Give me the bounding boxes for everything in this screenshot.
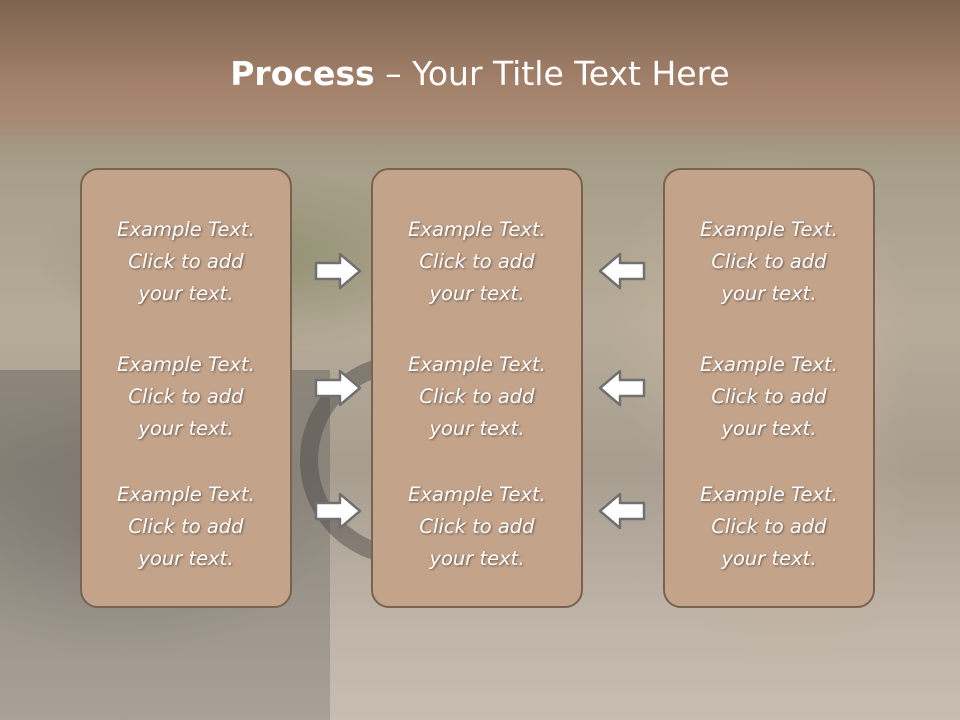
- slide-title[interactable]: Process – Your Title Text Here: [0, 54, 960, 93]
- text-panel-center[interactable]: Example Text. Click to add your text. Ex…: [371, 168, 583, 608]
- text-block[interactable]: Example Text. Click to add your text.: [82, 214, 290, 310]
- text-block[interactable]: Example Text. Click to add your text.: [82, 349, 290, 445]
- text-block[interactable]: Example Text. Click to add your text.: [373, 214, 581, 310]
- text-line: your text.: [138, 282, 234, 305]
- text-block[interactable]: Example Text. Click to add your text.: [373, 479, 581, 575]
- text-line: Example Text.: [117, 483, 255, 506]
- arrow-right-icon: [314, 252, 362, 290]
- text-line: Click to add: [128, 385, 244, 408]
- slide-title-bold: Process: [230, 54, 375, 93]
- arrow-right-icon: [314, 369, 362, 407]
- text-line: Example Text.: [408, 218, 546, 241]
- text-line: Click to add: [419, 515, 535, 538]
- text-line: your text.: [721, 282, 817, 305]
- text-line: Example Text.: [408, 353, 546, 376]
- text-line: Click to add: [711, 250, 827, 273]
- text-line: Example Text.: [117, 353, 255, 376]
- text-line: Example Text.: [700, 483, 838, 506]
- text-line: your text.: [138, 417, 234, 440]
- text-line: Click to add: [128, 250, 244, 273]
- text-line: Click to add: [128, 515, 244, 538]
- text-panel-left[interactable]: Example Text. Click to add your text. Ex…: [80, 168, 292, 608]
- arrow-left-icon: [598, 252, 646, 290]
- text-line: your text.: [429, 547, 525, 570]
- text-block[interactable]: Example Text. Click to add your text.: [665, 479, 873, 575]
- text-block[interactable]: Example Text. Click to add your text.: [373, 349, 581, 445]
- text-line: your text.: [138, 547, 234, 570]
- text-line: Example Text.: [700, 353, 838, 376]
- text-block[interactable]: Example Text. Click to add your text.: [82, 479, 290, 575]
- text-panel-right[interactable]: Example Text. Click to add your text. Ex…: [663, 168, 875, 608]
- text-line: Example Text.: [700, 218, 838, 241]
- text-line: Click to add: [419, 250, 535, 273]
- text-line: your text.: [429, 282, 525, 305]
- text-block[interactable]: Example Text. Click to add your text.: [665, 349, 873, 445]
- text-block[interactable]: Example Text. Click to add your text.: [665, 214, 873, 310]
- text-line: Example Text.: [408, 483, 546, 506]
- text-line: Click to add: [711, 515, 827, 538]
- arrow-left-icon: [598, 492, 646, 530]
- text-line: Click to add: [711, 385, 827, 408]
- slide-title-rest: – Your Title Text Here: [374, 54, 730, 93]
- text-line: Click to add: [419, 385, 535, 408]
- title-bar: [0, 0, 960, 150]
- arrow-left-icon: [598, 369, 646, 407]
- arrow-right-icon: [314, 492, 362, 530]
- text-line: Example Text.: [117, 218, 255, 241]
- text-line: your text.: [721, 417, 817, 440]
- text-line: your text.: [721, 547, 817, 570]
- text-line: your text.: [429, 417, 525, 440]
